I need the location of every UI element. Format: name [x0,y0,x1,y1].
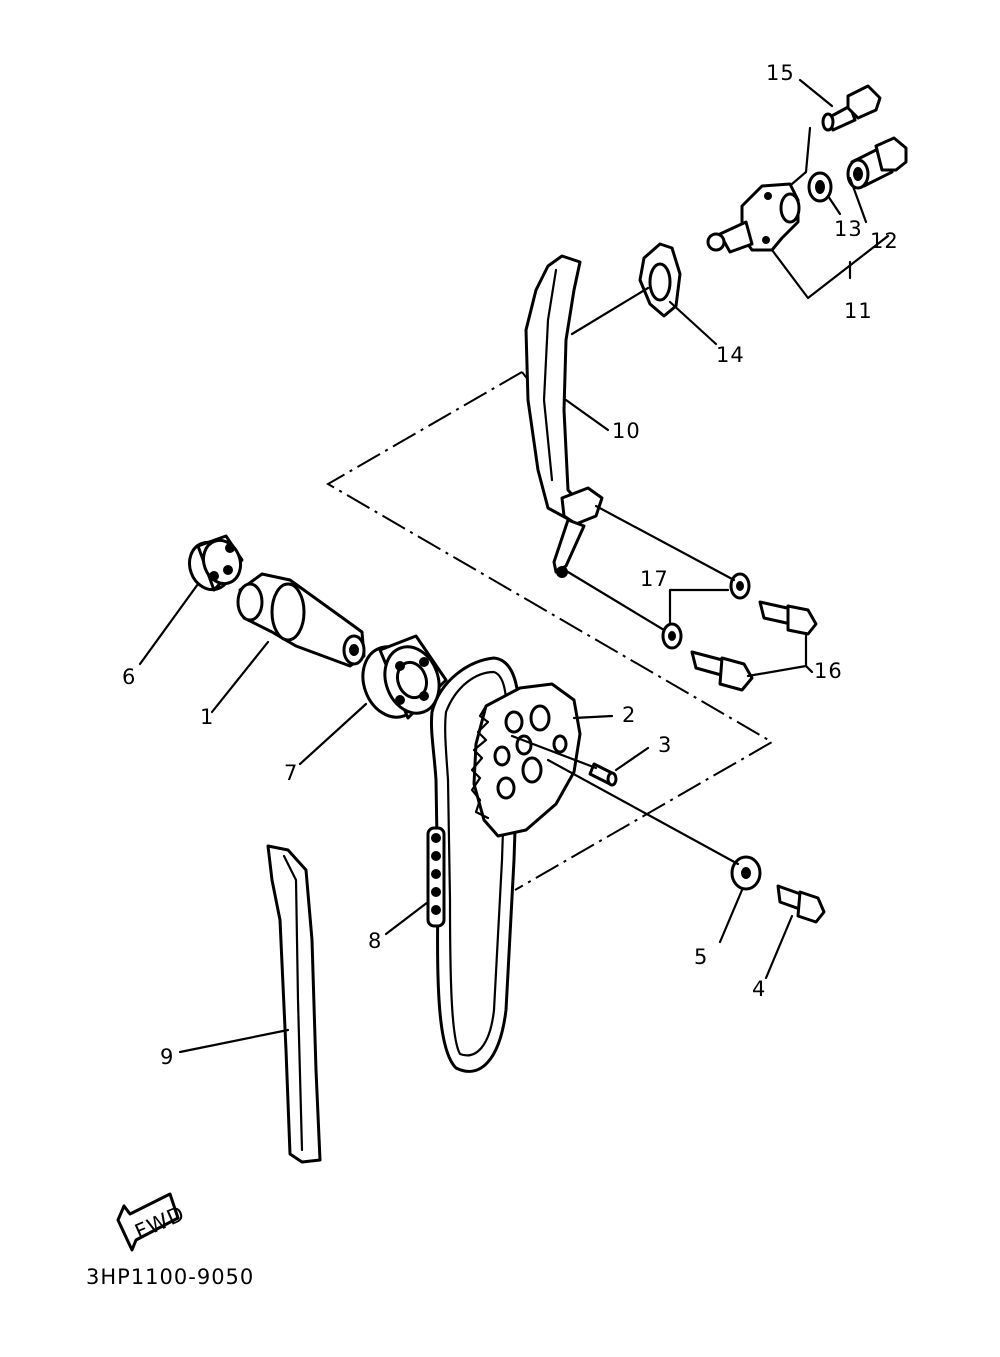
part-16-bolts [690,600,818,692]
callout-5: 5 [694,945,708,969]
part-15-bolt [821,84,882,132]
callout-1: 1 [200,705,214,729]
part-5-washer [730,855,762,891]
callout-numbers: 15 12 13 11 14 10 17 16 6 1 2 3 7 8 5 4 … [122,61,899,1069]
part-6-bearing [187,534,244,592]
part-1-camshaft [236,572,366,668]
part-4-bolt [776,884,826,924]
callout-16: 16 [814,659,843,683]
callout-14: 14 [716,343,745,367]
chain-links-detail [426,826,446,928]
part-10-chain-guide [524,254,604,578]
callout-17: 17 [640,567,669,591]
part-2-cam-sprocket [470,682,582,838]
callout-3: 3 [658,733,672,757]
part-9-chain-guide [266,844,322,1164]
part-11-tensioner [706,182,801,254]
part-17-washers [661,572,751,650]
callout-6: 6 [122,665,136,689]
callout-13: 13 [834,217,863,241]
leader-lines [138,78,890,1054]
callout-2: 2 [622,703,636,727]
callout-11: 11 [844,299,873,323]
diagram-code: 3HP1100-9050 [86,1265,254,1289]
part-7-bearing [361,634,448,720]
part-13-washer [807,171,833,203]
fwd-arrow-icon: FWD [116,1192,189,1252]
callout-10: 10 [612,419,641,443]
part-12-plug [846,136,908,190]
callout-4: 4 [752,977,766,1001]
callout-9: 9 [160,1045,174,1069]
callout-7: 7 [284,761,298,785]
callout-8: 8 [368,929,382,953]
callout-12: 12 [870,229,899,253]
callout-15: 15 [766,61,795,85]
